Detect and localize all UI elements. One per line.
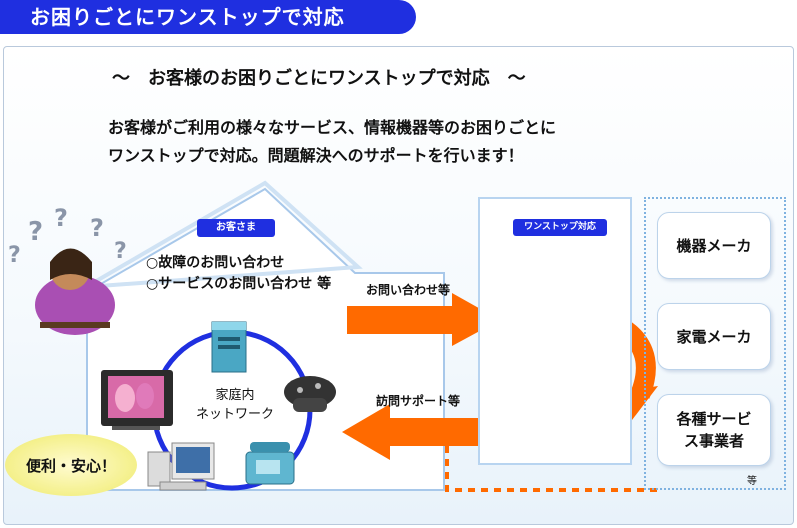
visit-arrow-label: 訪問サポート等 [376,394,461,408]
svg-text:?: ? [114,239,127,264]
inquiry-items: ○故障のお問い合わせ ○サービスのお問い合わせ 等 [146,253,331,295]
inquiry-item: ○故障のお問い合わせ [146,255,285,271]
description-line: ワンストップで対応。問題解決へのサポートを行います！ [108,146,524,165]
svg-text:?: ? [8,243,21,268]
home-network-label-line: 家庭内 [215,388,255,403]
svg-text:?: ? [90,214,104,242]
partner-service-providers: 各種サービス事業者 [657,394,771,466]
partners-box [644,197,786,490]
page-title: お困りごとにワンストップで対応 [0,0,416,34]
worried-customer-icon: ? ? ? ? ? [8,204,127,335]
home-network-label-line: ネットワーク [195,407,274,422]
partner-connector [445,446,662,492]
onestop-box [478,197,632,465]
partner-device-maker: 機器メーカ [657,212,771,279]
svg-text:?: ? [28,217,43,247]
game-controller-icon [284,376,336,412]
home-network-label: 家庭内 ネットワーク [180,386,290,424]
benefit-badge: 便利・安心！ [5,434,137,496]
inquiry-item: ○サービスのお問い合わせ 等 [146,276,332,292]
description: お客様がご利用の様々なサービス、情報機器等のお困りごとに ワンストップで対応。問… [108,114,708,170]
telephone-icon [245,442,295,485]
server-icon [211,321,247,373]
svg-text:?: ? [54,204,68,232]
customer-label: お客さま [197,219,275,237]
inquiry-arrow [347,293,500,346]
visit-support-arrow [342,404,495,460]
subtitle: ～ お客様のお困りごとにワンストップで対応 ～ [112,68,526,89]
partners-etc: 等 [747,476,757,487]
tv-icon [101,370,173,430]
partner-appliance-maker: 家電メーカ [657,303,771,370]
onestop-label: ワンストップ対応 [513,219,607,236]
desktop-pc-icon [147,442,215,491]
inquiry-arrow-label: お問い合わせ等 [366,283,451,297]
description-line: お客様がご利用の様々なサービス、情報機器等のお困りごとに [108,118,557,137]
